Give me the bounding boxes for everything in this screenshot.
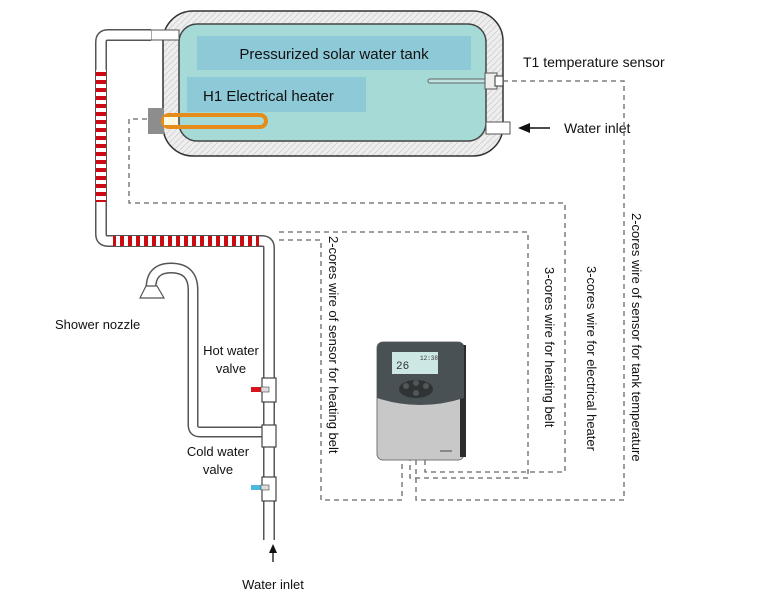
- shower-nozzle-icon: [139, 285, 166, 299]
- wire-label-electrical-heater: 3-cores wire for electrical heater: [584, 266, 599, 452]
- heater-element: [161, 113, 268, 129]
- controller-display: [392, 352, 438, 374]
- heater-label: H1 Electrical heater: [203, 88, 334, 105]
- sensor-label: T1 temperature sensor: [523, 54, 665, 70]
- button-up[interactable]: [413, 380, 419, 386]
- wire-label-sensor-heating-belt: 2-cores wire of sensor for heating belt: [326, 236, 341, 454]
- wire-sensor-heating-belt: [279, 239, 403, 501]
- tank-inlet-label: Water inlet: [564, 120, 631, 136]
- cold-valve-label-1: Cold water: [187, 444, 250, 459]
- hot-water-pipe: [95, 29, 275, 540]
- button-left[interactable]: [403, 383, 409, 389]
- wire-tank-sensor: [415, 80, 625, 501]
- hot-outlet-stub: [150, 29, 180, 41]
- sensor-probe: [427, 78, 494, 84]
- arrow-left-icon: [518, 123, 550, 133]
- solar-controller[interactable]: 26 12:38: [376, 341, 466, 461]
- cold-valve-label-2: valve: [203, 462, 233, 477]
- hot-valve-label-1: Hot water: [203, 343, 259, 358]
- heater-element-gap: [164, 117, 178, 125]
- heater-terminal: [148, 108, 164, 134]
- heating-belt-vertical: [96, 70, 106, 202]
- heating-belt-horizontal: [113, 236, 259, 246]
- water-tank: Pressurized solar water tank H1 Electric…: [148, 10, 511, 157]
- cold-water-valve[interactable]: [251, 476, 277, 502]
- wire-label-heating-belt: 3-cores wire for heating belt: [542, 267, 557, 428]
- tank-title: Pressurized solar water tank: [239, 46, 429, 63]
- tank-title-band: [197, 36, 471, 70]
- hot-water-valve[interactable]: [251, 377, 277, 403]
- button-down[interactable]: [413, 390, 419, 396]
- bottom-inlet-label: Water inlet: [242, 577, 304, 592]
- display-temperature: 26: [396, 361, 409, 373]
- wire-label-tank-temperature: 2-cores wire of sensor for tank temperat…: [629, 213, 644, 462]
- wire-heating-belt: [279, 231, 529, 479]
- display-time: 12:38: [420, 355, 438, 362]
- heater-label-band: [187, 77, 366, 112]
- sensor-connector: [494, 75, 504, 87]
- wire-electrical-heater: [128, 118, 566, 473]
- shower-label: Shower nozzle: [55, 317, 140, 332]
- tank-inlet-stub: [485, 121, 511, 135]
- hot-valve-label-2: valve: [216, 361, 246, 376]
- shower-pipe: [139, 262, 263, 438]
- arrow-up-icon: [269, 544, 277, 562]
- button-right[interactable]: [423, 383, 429, 389]
- tee-junction: [261, 424, 277, 448]
